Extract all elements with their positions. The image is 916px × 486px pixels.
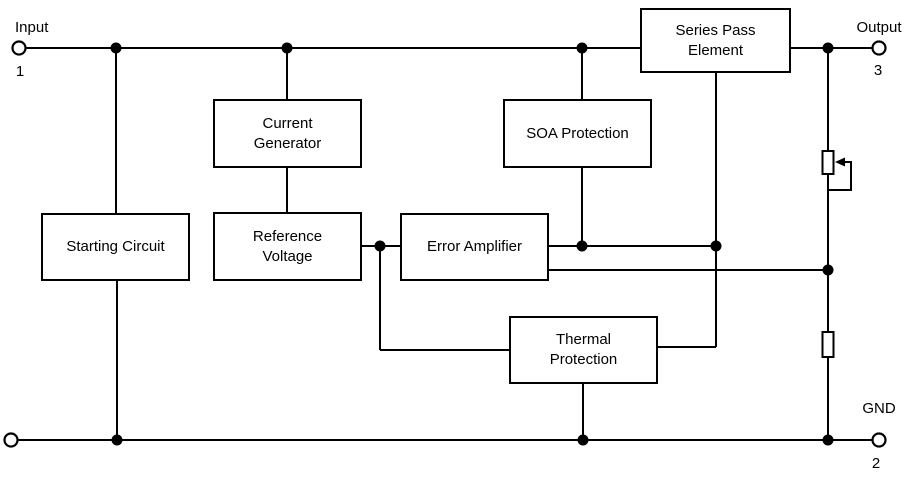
terminals [3,40,887,448]
junction-dot [281,42,293,54]
junction-dot [576,240,588,252]
junction-dot [822,434,834,446]
input-pin-number: 1 [15,63,25,80]
block-starting-circuit: Starting Circuit [41,213,190,281]
block-label: Generator [253,134,322,152]
block-series-pass-element: Series Pass Element [640,8,791,73]
block-label: Protection [549,351,618,368]
fixed-resistor-body [821,331,835,358]
adjustable-resistor-body [821,150,835,175]
block-error-amplifier: Error Amplifier [400,213,549,281]
output-terminal-icon [871,40,887,56]
output-pin-number: 3 [873,62,883,79]
junction-dots [110,42,834,446]
block-thermal-protection: Thermal Protection [509,316,658,384]
gnd-left-terminal-icon [3,432,19,448]
junction-dot [374,240,386,252]
gnd-terminal-label: GND [862,400,896,417]
input-terminal-label: Input [15,19,49,36]
block-current-generator: Current Generator [213,99,362,168]
block-reference-voltage: Reference Voltage [213,212,362,281]
block-label: Current [262,114,313,132]
output-terminal-label: Output [856,19,902,36]
block-label: SOA Protection [526,124,629,142]
junction-dot [710,240,722,252]
block-label: Reference [252,227,323,245]
gnd-terminal-icon [871,432,887,448]
block-soa-protection: SOA Protection [503,99,652,168]
junction-dot [576,42,588,54]
junction-dot [577,434,589,446]
block-label: Voltage [262,247,313,265]
block-label: Element [687,41,744,59]
block-label: Error Amplifier [426,238,523,255]
block-label: Series Pass [675,21,756,39]
wiper-arrowhead-icon [835,157,845,167]
input-terminal-icon [11,40,27,56]
junction-dot [111,434,123,446]
block-label: Starting Circuit [66,238,165,255]
junction-dot [822,42,834,54]
block-label: Thermal [555,331,611,348]
junction-dot [822,264,834,276]
junction-dot [110,42,122,54]
gnd-pin-number: 2 [871,455,881,472]
